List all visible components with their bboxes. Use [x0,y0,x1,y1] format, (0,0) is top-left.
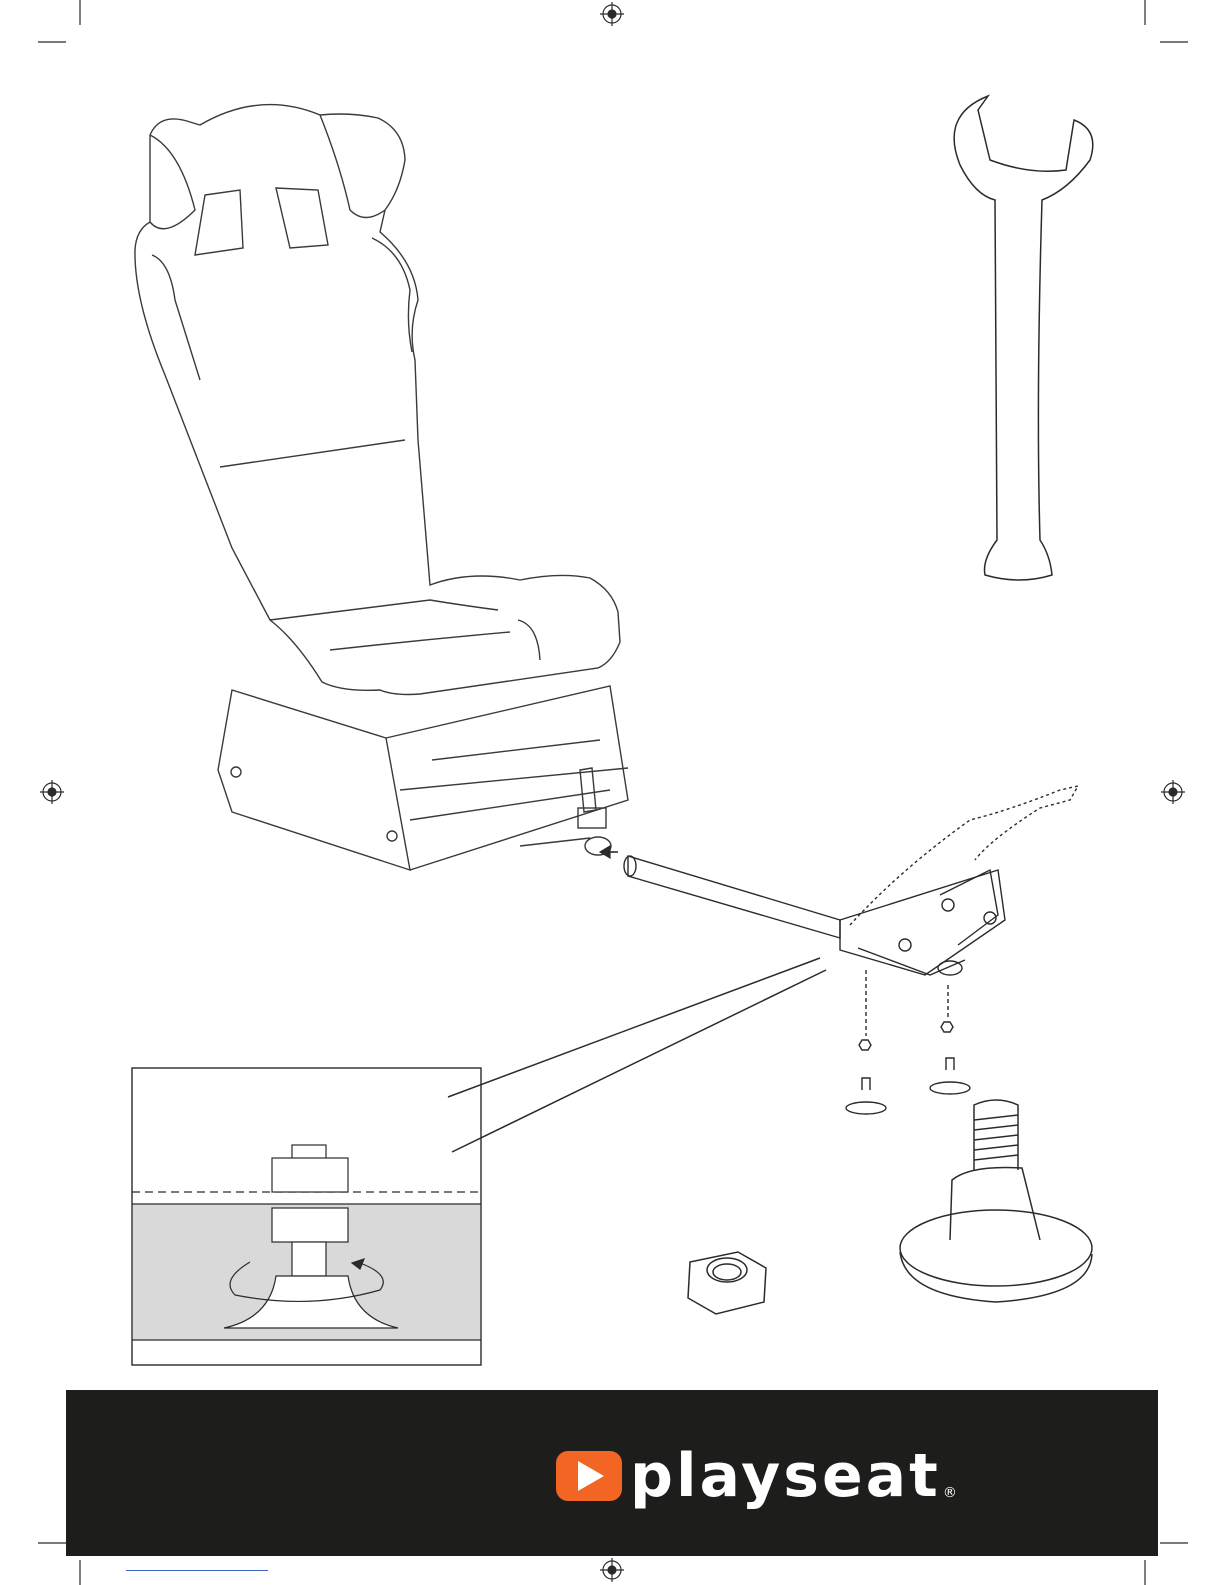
insert-arrow [600,846,618,858]
crop-marks [38,0,1188,1585]
footer-link[interactable] [126,1560,268,1571]
playseat-logo: playseat ® [556,1443,957,1509]
registration-mark-icon [1161,780,1185,804]
registered-mark: ® [943,1485,957,1501]
play-logo-icon [556,1451,622,1501]
leveling-foot [900,1100,1092,1302]
registration-mark-icon [600,2,624,26]
hex-nut [688,1252,766,1314]
registration-mark-icon [40,780,64,804]
callout-lines [448,958,826,1152]
detail-inset [132,1068,481,1365]
brand-name: playseat [630,1446,941,1506]
wrench [954,96,1093,580]
racing-seat [135,105,620,695]
gear-shifter-mount [624,786,1078,1114]
registration-mark-icon [600,1558,624,1582]
seat-base [218,686,628,870]
